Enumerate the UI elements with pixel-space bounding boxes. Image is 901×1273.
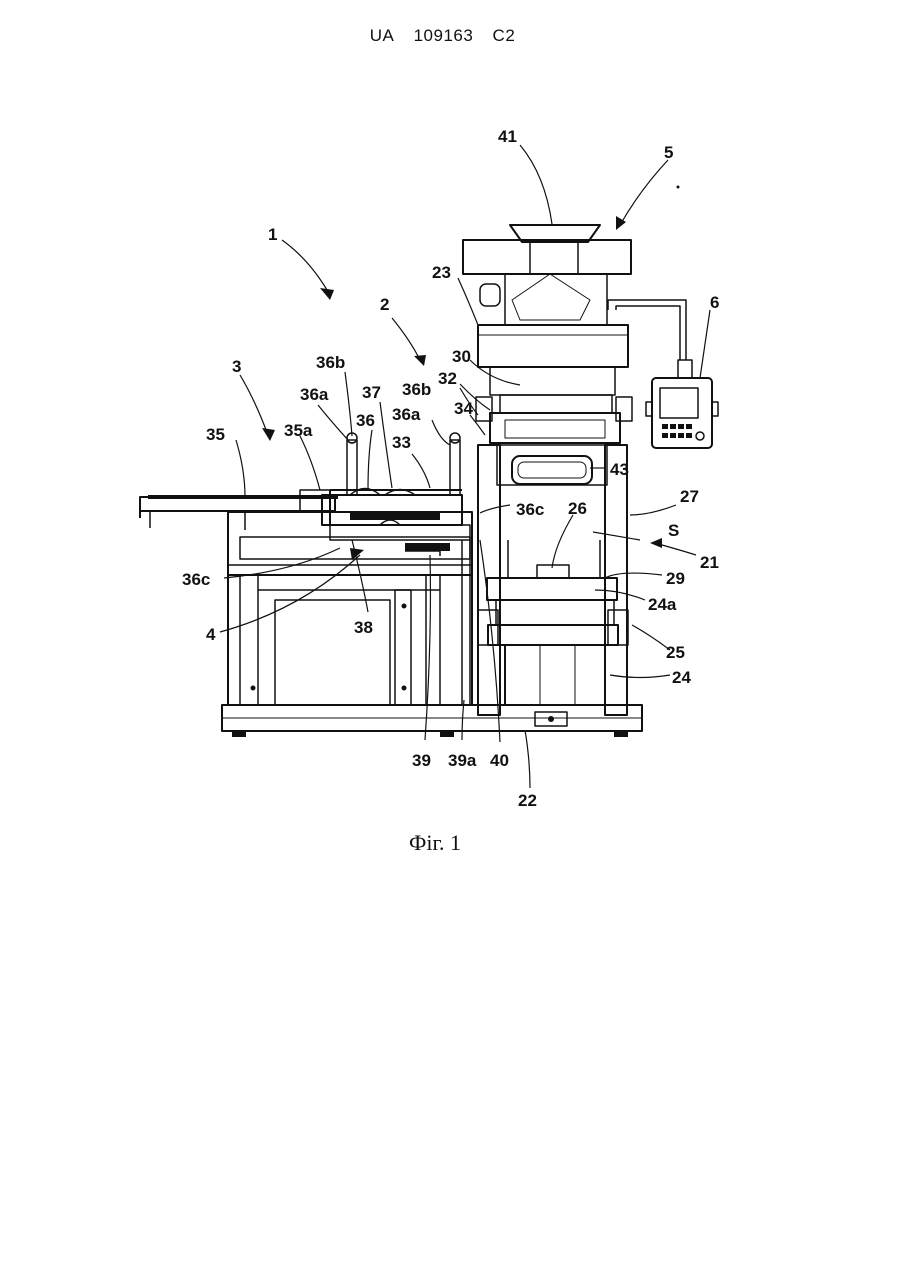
feeder-body [463, 240, 631, 274]
ref-S: S [668, 521, 679, 540]
ref-36b-left: 36b [316, 353, 345, 372]
post-36a-right [450, 440, 460, 495]
ref-34: 34 [454, 399, 473, 418]
ref-23: 23 [432, 263, 451, 282]
ref-29: 29 [666, 569, 685, 588]
ref-36: 36 [356, 411, 375, 430]
left-table-frame [228, 512, 472, 705]
upper-platen-23 [478, 325, 628, 367]
ref-24a: 24a [648, 595, 677, 614]
ref-21: 21 [700, 553, 719, 572]
ref-27: 27 [680, 487, 699, 506]
ref-3: 3 [232, 357, 241, 376]
window-43 [512, 456, 592, 484]
ref-36c-left: 36c [182, 570, 210, 589]
conveyor-35 [140, 497, 335, 511]
ref-1: 1 [268, 225, 277, 244]
lower-die-24a [487, 578, 617, 600]
ref-36a-right: 36a [392, 405, 421, 424]
ref-24: 24 [672, 668, 691, 687]
ref-39a: 39a [448, 751, 477, 770]
ref-36b-right: 36b [402, 380, 431, 399]
ref-6: 6 [710, 293, 719, 312]
ref-26: 26 [568, 499, 587, 518]
ref-22: 22 [518, 791, 537, 810]
ref-5: 5 [664, 143, 673, 162]
ref-32: 32 [438, 369, 457, 388]
ram-24 [505, 645, 605, 705]
ref-41: 41 [498, 127, 517, 146]
figure-caption: Фіг. 1 [0, 830, 870, 856]
ref-35a: 35a [284, 421, 313, 440]
ref-39: 39 [412, 751, 431, 770]
ref-36a-left: 36a [300, 385, 329, 404]
ref-25: 25 [666, 643, 685, 662]
ref-37: 37 [362, 383, 381, 402]
ref-35: 35 [206, 425, 225, 444]
ref-43: 43 [610, 460, 629, 479]
ref-2: 2 [380, 295, 389, 314]
ref-30: 30 [452, 347, 471, 366]
ref-33: 33 [392, 433, 411, 452]
ref-4: 4 [206, 625, 216, 644]
ref-38: 38 [354, 618, 373, 637]
ref-36c-right: 36c [516, 500, 544, 519]
post-36a-left [347, 440, 357, 495]
ref-40: 40 [490, 751, 509, 770]
